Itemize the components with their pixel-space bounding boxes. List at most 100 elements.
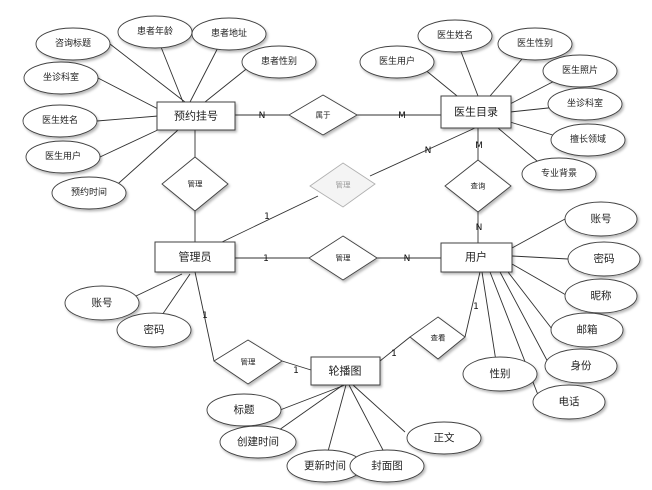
attr-reservation-department [23,61,99,95]
attr-user-password [567,241,641,277]
attr-user-gender-label: 性别 [490,367,511,380]
cardinality-labels: N M N 1 1 N M N 1 1 1 1 [202,111,483,376]
card-admin-user: 1 [263,254,269,264]
relation-manage-doctor: 管理 [309,162,376,208]
attr-doctor-user-label: 医生用户 [379,55,415,67]
edge-reservation-doctor-name [96,115,159,122]
attr-user-identity-label: 身份 [571,359,592,372]
attr-reservation-patient-gender [241,45,317,79]
attr-doctor-name-label: 医生姓名 [437,29,473,41]
edge-user-account [511,218,566,249]
attr-admin-password [116,312,192,348]
carousel-attributes: 标题 创建时间 更新时间 封面图 正文 [206,393,482,483]
card-user-admin: N [404,254,411,264]
attr-user-gender [462,356,538,392]
edge-carousel-title [279,384,346,411]
relation-belongs-label: 属于 [316,111,331,120]
attr-carousel-cover-label: 封面图 [371,459,403,472]
attr-carousel-cover [349,449,425,483]
edge-user-password [511,255,569,260]
attr-user-phone [532,384,606,420]
attr-user-account-label: 账号 [591,213,612,225]
relation-view-label: 查看 [431,333,446,343]
edge-reservation-consult-title [109,43,186,103]
entity-carousel: 轮播图 [310,356,381,386]
diamond-manage-reservation [161,156,229,212]
entity-doctor-directory-box [440,95,512,129]
attr-reservation-consult-title-label: 咨询标题 [55,37,91,49]
card-user-carousel: 1 [473,302,479,312]
entity-carousel-box [310,356,381,386]
entity-reservation-label: 预约挂号 [174,109,218,123]
attr-reservation-patient-address-label: 患者地址 [211,27,247,39]
relation-manage-reservation-label: 管理 [188,179,203,189]
attr-user-email [550,312,624,348]
diamond-belongs [288,94,358,136]
attr-doctor-photo-label: 医生照片 [562,64,598,76]
edge-reservation-time [109,129,179,192]
attr-reservation-consult-title [35,27,111,61]
entity-carousel-label: 轮播图 [329,364,362,378]
attr-doctor-department [547,87,623,121]
attr-carousel-body [406,421,482,455]
relation-manage-reservation: 管理 [161,156,229,212]
user-attributes: 账号 密码 昵称 邮箱 身份 电话 性别 [462,201,641,420]
attr-doctor-gender-label: 医生性别 [517,37,553,49]
relation-manage-doctor-label: 管理 [336,180,351,190]
attr-user-password-label: 密码 [594,252,615,265]
diamond-query [444,159,512,213]
relation-belongs: 属于 [288,94,358,136]
entity-admin: 管理员 [154,241,236,273]
attr-reservation-doctor-user [25,140,101,174]
attr-doctor-specialty [550,123,626,157]
entity-reservation-box [156,101,236,131]
attr-doctor-photo [542,54,618,88]
attr-reservation-doctor-name-label: 医生姓名 [42,114,78,126]
attr-carousel-body-label: 正文 [434,431,455,444]
attr-reservation-patient-age-label: 患者年龄 [137,25,173,37]
attr-doctor-user [359,45,435,79]
edge-admin-password [159,273,191,319]
attr-user-account [564,201,638,237]
attr-reservation-department-label: 坐诊科室 [43,71,79,83]
attr-admin-account [64,285,140,321]
relation-manage-user-label: 管理 [336,253,351,263]
edge-carousel-body [352,384,406,433]
diamond-manage-doctor [309,162,376,208]
attr-carousel-title-label: 标题 [234,404,255,416]
entity-admin-box [154,241,236,273]
card-user-query: N [476,223,483,233]
attr-reservation-patient-gender-label: 患者性别 [261,55,297,67]
attr-user-email-label: 邮箱 [577,323,598,336]
attr-carousel-created [219,425,297,459]
card-doctor-belongs: M [398,111,406,121]
relation-manage-user: 管理 [308,235,378,281]
attr-carousel-updated-label: 更新时间 [304,459,346,472]
edge-manage-ghost-admin [221,195,319,243]
edge-admin-account [135,273,183,297]
attr-reservation-time [51,176,127,210]
attr-user-phone-label: 电话 [559,395,580,408]
edge-reservation-department [97,77,161,111]
entity-doctor-directory-label: 医生目录 [454,105,498,119]
attr-doctor-gender [497,27,573,61]
attr-carousel-title [206,393,282,427]
admin-attributes: 账号 密码 [64,285,192,348]
relation-view: 查看 [409,316,466,360]
edge-reservation-doctor-user [99,127,163,158]
attr-reservation-time-label: 预约时间 [71,186,107,198]
edge-user-view [464,271,481,338]
edge-user-identity [499,271,551,367]
attr-carousel-created-label: 创建时间 [237,435,279,448]
edge-doctor-manage-ghost [369,127,476,177]
edge-carousel-cover [348,384,385,453]
attr-reservation-patient-address [191,17,267,51]
card-admin-carousel-b: 1 [293,366,299,376]
entity-user-label: 用户 [465,250,487,264]
attr-doctor-department-label: 坐诊科室 [567,97,603,109]
edge-manage-carousel [281,360,312,371]
edge-view-carousel [379,336,411,362]
card-admin-carousel-a: 1 [202,311,208,321]
relation-manage-carousel: 管理 [213,339,283,385]
